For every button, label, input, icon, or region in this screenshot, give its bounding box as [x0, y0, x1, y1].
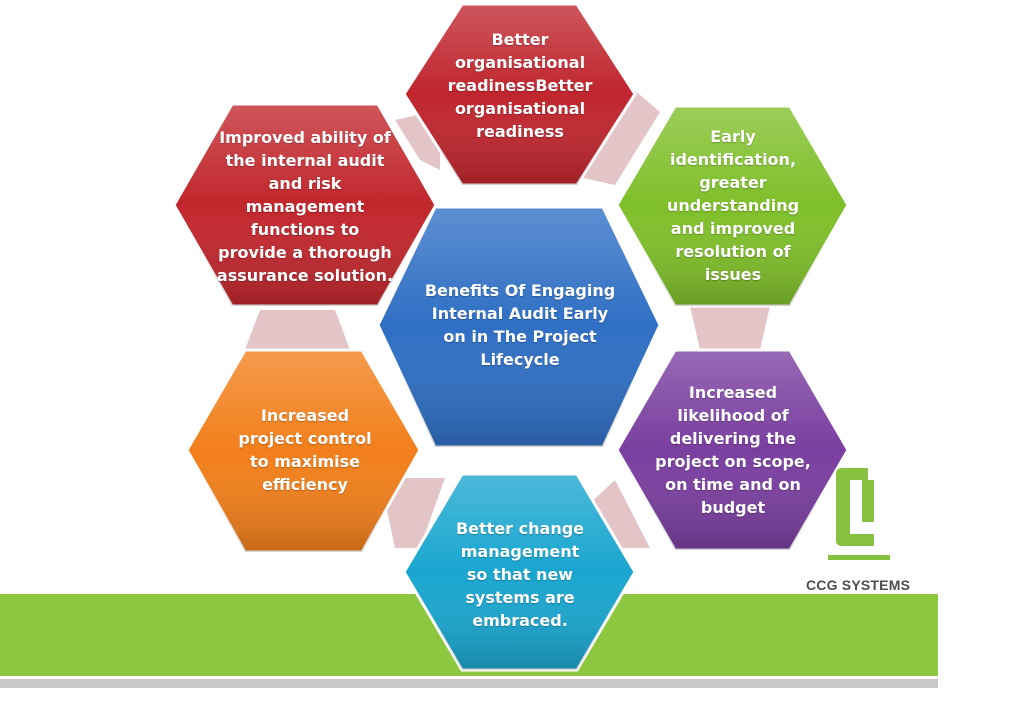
hexagon-upper-right	[615, 104, 850, 308]
top-hexagon-label: Better organisational readinessBetter or…	[447, 29, 593, 141]
hexagon-upper-left	[172, 102, 438, 308]
upper-left-hexagon-label: Improved ability of the internal audit a…	[216, 127, 394, 285]
bottom-hexagon-label: Better change management so that new sys…	[455, 518, 585, 630]
center-hexagon	[376, 205, 662, 449]
logo-wordmark: CCG SYSTEMS	[806, 577, 911, 593]
connector-lower-left-upper-left	[245, 310, 350, 350]
connector-bottom-lower-left	[380, 478, 445, 548]
lower-left-hexagon-label: Increased project control to maximise ef…	[238, 406, 372, 494]
connector-upper-right-lower-right	[690, 306, 770, 350]
hexagon-lower-left	[185, 348, 422, 554]
upper-right-hexagon-label: Early identification, greater understand…	[666, 126, 800, 284]
hexagon-lower-right	[615, 348, 850, 552]
hexagon-bottom	[402, 472, 637, 672]
connector-top-upper-right	[583, 88, 660, 185]
hexagon-top	[402, 2, 637, 187]
lower-right-hexagon-label: Increased likelihood of delivering the p…	[655, 383, 811, 517]
grey-band	[0, 679, 938, 688]
center-hexagon-label: Benefits Of Engaging Internal Audit Earl…	[424, 281, 616, 369]
ccg-logo-icon	[828, 468, 890, 560]
